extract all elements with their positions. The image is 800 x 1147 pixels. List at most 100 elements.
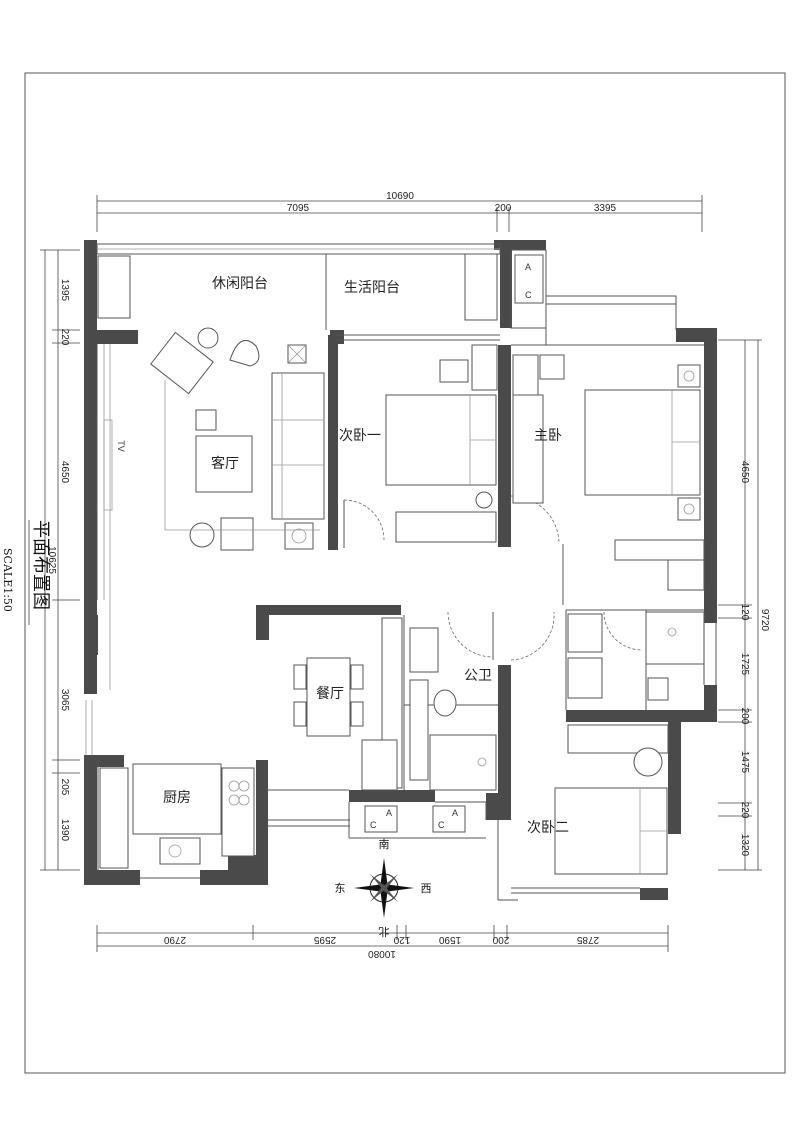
coffee-table <box>195 435 253 493</box>
bath-shower <box>429 734 497 791</box>
marker-box-ac <box>514 254 544 304</box>
bottom-dimensions: 2790 2595 120 1590 200 2785 10080 <box>96 925 669 959</box>
marker-a-3: A <box>452 808 458 818</box>
round-chair <box>633 747 663 777</box>
dining-chair-4 <box>350 701 364 727</box>
desk-chair-1 <box>439 359 469 383</box>
wardrobe-1 <box>395 511 497 543</box>
tv-label: TV <box>116 440 126 452</box>
dim-left-seg-4: 3065 <box>59 689 70 712</box>
dim-right-seg-6: 220 <box>739 802 750 819</box>
marker-c-2: C <box>370 820 377 830</box>
right-dimensions: 4650 120 9720 1725 200 1475 220 1320 <box>718 339 770 871</box>
dining-table <box>306 657 351 737</box>
kitchen-counter-right <box>221 767 255 857</box>
dining-chair-3 <box>350 664 364 690</box>
master-sink <box>567 657 603 699</box>
marker-c-1: C <box>525 290 532 300</box>
master-desk <box>512 354 539 396</box>
thin-outlines <box>85 243 717 901</box>
dim-right-seg-5: 1475 <box>739 751 750 774</box>
dining-chair-1 <box>293 664 307 690</box>
room-label-public-bath: 公卫 <box>464 668 492 684</box>
room-label-utility-balcony: 生活阳台 <box>344 280 400 296</box>
master-wardrobe <box>512 394 544 504</box>
master-closet <box>614 539 705 561</box>
dim-left-seg-6: 1390 <box>59 819 70 842</box>
plan-scale: SCALE1:50 <box>1 548 14 612</box>
master-toilet <box>647 677 669 701</box>
washing-machine <box>464 253 498 321</box>
room-label-second-bedroom-2: 次卧二 <box>527 820 569 836</box>
plan-title: 平面布置图 <box>30 520 51 610</box>
dim-left-total: 10625 <box>46 546 57 574</box>
plan-title-block: 平面布置图 SCALE1:50 <box>1 520 51 625</box>
room-label-leisure-balcony: 休闲阳台 <box>212 276 268 292</box>
lounge-chair <box>150 331 214 395</box>
armchair <box>220 517 254 551</box>
storage-unit <box>97 255 131 319</box>
room-label-master-bedroom: 主卧 <box>534 428 562 444</box>
dim-top-seg-1: 7095 <box>287 203 310 214</box>
dim-bottom-seg-5: 200 <box>492 934 509 945</box>
dim-left-seg-3: 4650 <box>59 461 70 484</box>
room-label-living-room: 客厅 <box>211 455 239 472</box>
nightstand-lamp-1 <box>475 491 493 509</box>
marker-box-ac-3 <box>432 805 466 833</box>
doors <box>343 495 643 661</box>
top-dimensions: 10690 7095 200 3395 <box>96 191 703 232</box>
dim-right-seg-3: 1725 <box>739 653 750 676</box>
marker-a-1: A <box>525 262 531 272</box>
marker-box-ac-2 <box>364 805 398 833</box>
dim-left-seg-5: 205 <box>59 779 70 796</box>
stool <box>195 409 217 431</box>
dim-top-seg-3: 3395 <box>594 203 617 214</box>
compass: 南 北 东 西 <box>335 838 432 938</box>
dining-chair-2 <box>293 701 307 727</box>
room-label-kitchen: 厨房 <box>163 790 191 806</box>
compass-west: 西 <box>421 882 432 895</box>
dim-left-seg-2: 220 <box>59 329 70 346</box>
compass-north: 北 <box>379 925 390 938</box>
shower <box>645 611 705 665</box>
fridge <box>361 739 398 791</box>
compass-east: 东 <box>335 882 346 895</box>
walls <box>84 240 717 900</box>
round-stool <box>189 522 215 548</box>
master-chair <box>539 354 565 380</box>
side-table <box>197 327 219 349</box>
dim-top-seg-2: 200 <box>495 203 512 214</box>
sofa <box>271 372 325 520</box>
dim-right-seg-7: 1320 <box>739 834 750 857</box>
dim-left-seg-1: 1395 <box>59 279 70 302</box>
compass-south: 南 <box>379 838 390 851</box>
master-vanity <box>567 613 603 653</box>
kitchen-island <box>132 763 222 835</box>
dim-bottom-seg-3: 120 <box>393 934 410 945</box>
dim-bottom-seg-2: 2595 <box>313 934 336 945</box>
bath-cabinet <box>409 679 429 781</box>
bath-sink <box>409 627 439 673</box>
desk-1 <box>471 344 498 391</box>
master-bed <box>584 389 701 496</box>
dim-right-seg-2: 120 <box>739 604 750 621</box>
dim-bottom-seg-4: 1590 <box>438 934 461 945</box>
dim-bottom-total: 10080 <box>368 948 396 959</box>
fan-box <box>284 522 314 550</box>
dim-right-seg-4: 200 <box>739 708 750 725</box>
dim-bottom-seg-1: 2790 <box>163 934 186 945</box>
dim-top-total: 10690 <box>386 191 414 202</box>
marker-a-2: A <box>386 808 392 818</box>
dim-right-total: 9720 <box>759 609 770 632</box>
kitchen-sink <box>159 837 201 865</box>
furniture <box>97 253 705 875</box>
dim-bottom-seg-6: 2785 <box>576 934 599 945</box>
room-label-second-bedroom-1: 次卧一 <box>339 428 381 444</box>
nightstand-1 <box>677 364 701 388</box>
dim-right-seg-1: 4650 <box>739 461 750 484</box>
marker-c-3: C <box>438 820 445 830</box>
bath-toilet <box>433 689 457 717</box>
left-dimensions: 1395 220 4650 10625 3065 205 1390 <box>40 249 80 871</box>
kitchen-counter-left <box>99 767 129 869</box>
